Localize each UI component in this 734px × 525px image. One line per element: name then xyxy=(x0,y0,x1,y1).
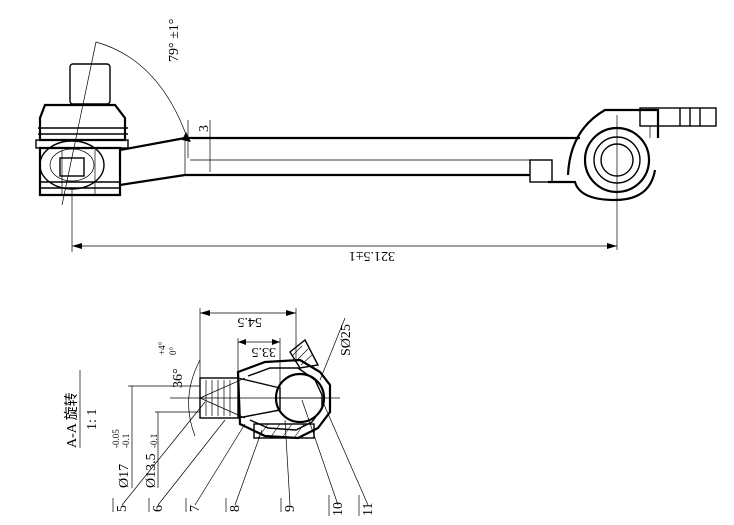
angle-reference-line xyxy=(61,41,97,206)
diameter-dimensions: Ø17 -0.05 -0.1 Ø13.5 -0.1 xyxy=(111,385,200,488)
dia-17-label: Ø17 xyxy=(117,464,132,488)
callout-7: 7 xyxy=(188,505,203,512)
dia-13-5-label: Ø13.5 xyxy=(144,453,159,488)
callout-8: 8 xyxy=(228,505,243,512)
ball-joint-housing xyxy=(35,63,129,197)
callout-leaders xyxy=(121,399,369,506)
length-dim-label: 321.5±1 xyxy=(349,248,395,263)
section-title: A-A 旋转 xyxy=(64,392,80,448)
control-arm-top-view: 79° ±1° 3 xyxy=(35,19,717,263)
callout-11: 11 xyxy=(361,503,376,516)
sphere-dim-label: SØ25 xyxy=(339,324,354,356)
dia-17-tol-lower: -0.1 xyxy=(121,434,131,448)
dim-54-5-label: 54.5 xyxy=(238,314,263,329)
cone-tol-upper: +4° xyxy=(157,341,167,355)
arm-body: 3 xyxy=(119,120,580,187)
dia-17-tol-upper: -0.05 xyxy=(111,429,121,448)
cone-angle-label: 36° xyxy=(171,368,186,388)
cone-angle: 36° +4° 0° xyxy=(157,341,246,437)
dim-33-5: 33.5 xyxy=(237,338,281,388)
dia-13-5-tol: -0.1 xyxy=(149,434,159,448)
bushing-eye xyxy=(548,107,717,250)
small-dim-label: 3 xyxy=(197,125,212,132)
length-dimension: 321.5±1 xyxy=(71,190,617,263)
callout-6: 6 xyxy=(151,505,166,512)
callout-10: 10 xyxy=(331,502,346,516)
section-view-a-a: A-A 旋转 1: 1 xyxy=(64,308,376,516)
sphere-dimension: SØ25 xyxy=(319,317,354,381)
angle-label: 79° ±1° xyxy=(167,19,182,62)
dim-33-5-label: 33.5 xyxy=(252,344,277,359)
angle-arc xyxy=(95,41,189,141)
callout-9: 9 xyxy=(283,505,298,512)
callout-5: 5 xyxy=(115,505,130,512)
dim-54-5: 54.5 xyxy=(199,308,297,378)
cone-tol-lower: 0° xyxy=(168,347,178,356)
callout-numbers: 5 6 7 8 9 10 11 xyxy=(112,495,376,516)
section-scale: 1: 1 xyxy=(85,409,100,430)
